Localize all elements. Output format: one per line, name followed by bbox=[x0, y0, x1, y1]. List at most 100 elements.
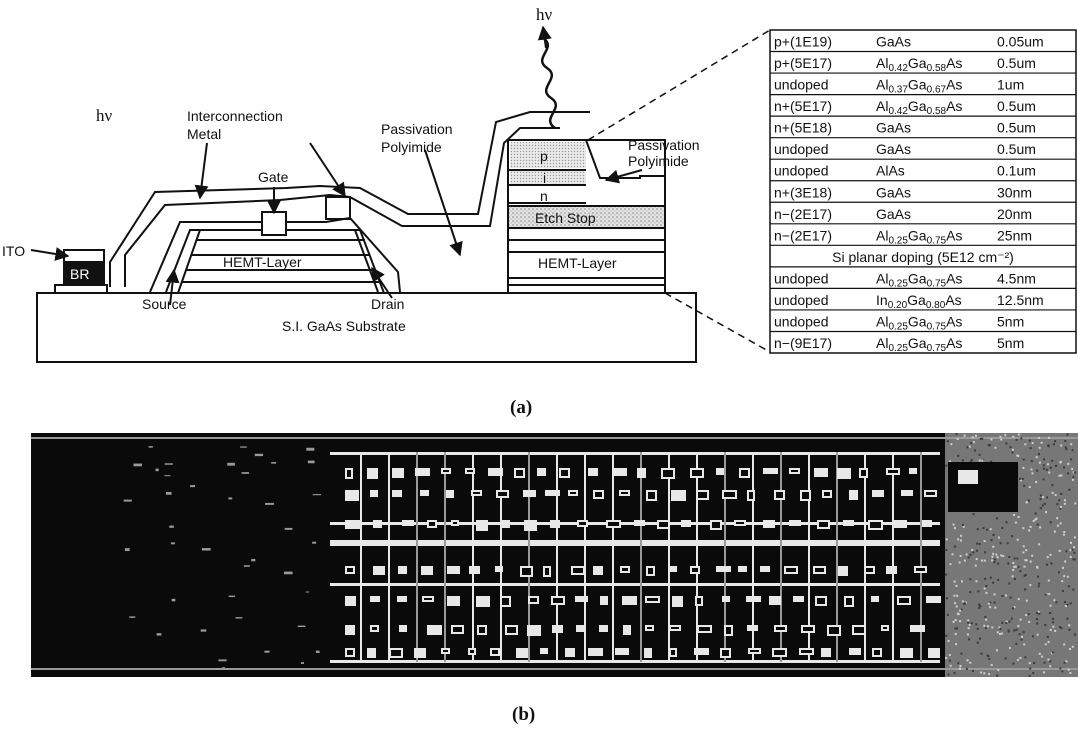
table-doping-cell: undoped bbox=[774, 163, 829, 179]
micrograph-noise bbox=[1043, 502, 1046, 505]
micrograph-noise bbox=[1028, 662, 1031, 665]
micrograph-noise bbox=[1039, 494, 1042, 497]
micrograph-speck bbox=[240, 446, 247, 448]
micrograph-noise bbox=[1059, 522, 1062, 525]
micrograph-trace bbox=[360, 452, 362, 662]
micrograph-noise bbox=[978, 453, 981, 456]
micrograph-noise bbox=[945, 538, 948, 541]
micrograph-noise bbox=[964, 601, 967, 604]
micrograph-speck bbox=[243, 565, 250, 567]
micrograph-pad-hole bbox=[741, 470, 748, 476]
micrograph-noise bbox=[997, 669, 1000, 672]
micrograph-noise bbox=[1028, 486, 1031, 489]
micrograph-pad-hole bbox=[391, 650, 401, 656]
micrograph-pad-hole bbox=[372, 627, 377, 630]
micrograph-noise bbox=[963, 559, 966, 562]
micrograph-noise bbox=[1059, 460, 1062, 463]
table-thickness-cell: 1um bbox=[997, 77, 1024, 93]
micrograph-pad-hole bbox=[498, 492, 507, 496]
micrograph-noise bbox=[1042, 464, 1045, 467]
micrograph-noise bbox=[1022, 631, 1025, 634]
micrograph-noise bbox=[1072, 558, 1075, 561]
micrograph-noise bbox=[1023, 484, 1026, 487]
micrograph-noise bbox=[1024, 443, 1027, 446]
micrograph-pad-hole bbox=[817, 598, 825, 604]
table-doping-cell: undoped bbox=[774, 292, 829, 308]
micrograph-noise bbox=[955, 433, 958, 436]
micrograph-noise bbox=[991, 626, 994, 629]
micrograph-noise bbox=[985, 585, 988, 588]
micrograph-speck bbox=[228, 595, 235, 598]
micrograph-noise bbox=[1018, 633, 1021, 636]
micrograph-noise bbox=[969, 661, 972, 664]
micrograph-noise bbox=[1008, 646, 1011, 649]
micrograph-noise bbox=[945, 549, 948, 552]
micrograph-noise bbox=[961, 580, 964, 583]
table-thickness-cell: 0.1um bbox=[997, 163, 1036, 179]
micrograph-noise bbox=[989, 576, 992, 579]
micrograph-noise bbox=[1031, 472, 1034, 475]
micrograph-noise bbox=[1038, 461, 1041, 464]
micrograph-noise bbox=[1005, 620, 1008, 623]
micrograph-pad-hole bbox=[453, 522, 457, 524]
micrograph-noise bbox=[1004, 657, 1007, 660]
micrograph-noise bbox=[1005, 442, 1008, 445]
hv-left-label: hν bbox=[96, 106, 113, 125]
micrograph-noise bbox=[1019, 570, 1022, 573]
micrograph-pad-hole bbox=[736, 522, 744, 524]
micrograph-noise bbox=[1035, 618, 1038, 621]
micrograph-pad bbox=[392, 490, 402, 497]
micrograph-noise bbox=[969, 553, 972, 556]
micrograph-noise bbox=[972, 551, 975, 554]
micrograph-noise bbox=[975, 623, 978, 626]
micrograph-noise bbox=[1063, 466, 1066, 469]
micrograph-noise bbox=[978, 459, 981, 462]
micrograph-noise bbox=[970, 459, 973, 462]
interconnection-label-2: Metal bbox=[187, 126, 221, 142]
micrograph-noise bbox=[958, 561, 961, 564]
micrograph-noise bbox=[996, 631, 999, 634]
ito-arrow bbox=[30, 247, 70, 261]
micrograph-trace bbox=[444, 452, 446, 662]
micrograph-noise bbox=[996, 556, 999, 559]
micrograph-noise bbox=[1024, 559, 1027, 562]
micrograph-pad-hole bbox=[888, 470, 898, 473]
table-thickness-cell: 5nm bbox=[997, 335, 1024, 351]
micrograph-noise bbox=[1013, 606, 1016, 609]
micrograph-noise bbox=[1053, 530, 1056, 533]
table-material-cell: Al0.25Ga0.75As bbox=[876, 313, 962, 332]
micrograph-pad bbox=[575, 596, 588, 602]
micrograph-pad bbox=[849, 648, 861, 655]
micrograph-noise bbox=[956, 594, 959, 597]
micrograph-pad-hole bbox=[507, 627, 516, 633]
micrograph-noise bbox=[1042, 467, 1045, 470]
micrograph-speck bbox=[297, 625, 306, 628]
micrograph-noise bbox=[966, 446, 969, 449]
micrograph-noise bbox=[1016, 557, 1019, 560]
micrograph-noise bbox=[1063, 575, 1066, 578]
micrograph-noise bbox=[945, 464, 948, 467]
micrograph-pad-hole bbox=[724, 492, 735, 497]
micrograph-pad bbox=[893, 520, 907, 528]
micrograph-pad bbox=[588, 648, 603, 656]
micrograph-end-pad bbox=[948, 462, 1018, 512]
table-thickness-cell: 4.5nm bbox=[997, 270, 1036, 286]
micrograph-noise bbox=[966, 633, 969, 636]
micrograph-noise bbox=[1007, 562, 1010, 565]
micrograph-speck bbox=[124, 548, 130, 552]
micrograph-noise bbox=[1014, 521, 1017, 524]
micrograph-pad-hole bbox=[595, 492, 602, 497]
micrograph-noise bbox=[1067, 462, 1070, 465]
micrograph-noise bbox=[954, 627, 957, 630]
micrograph-noise bbox=[1023, 574, 1026, 577]
micrograph-pad-hole bbox=[899, 598, 909, 603]
micrograph-noise bbox=[1010, 617, 1013, 620]
micrograph-noise bbox=[1065, 550, 1068, 553]
micrograph-pad bbox=[476, 596, 490, 607]
interconnection-arrow-2 bbox=[309, 142, 346, 198]
passivation-label-1: Passivation bbox=[381, 121, 453, 137]
micrograph-noise bbox=[999, 627, 1002, 630]
br-block bbox=[63, 261, 105, 287]
substrate-label: S.I. GaAs Substrate bbox=[282, 318, 406, 334]
micrograph-pad-hole bbox=[424, 598, 432, 600]
